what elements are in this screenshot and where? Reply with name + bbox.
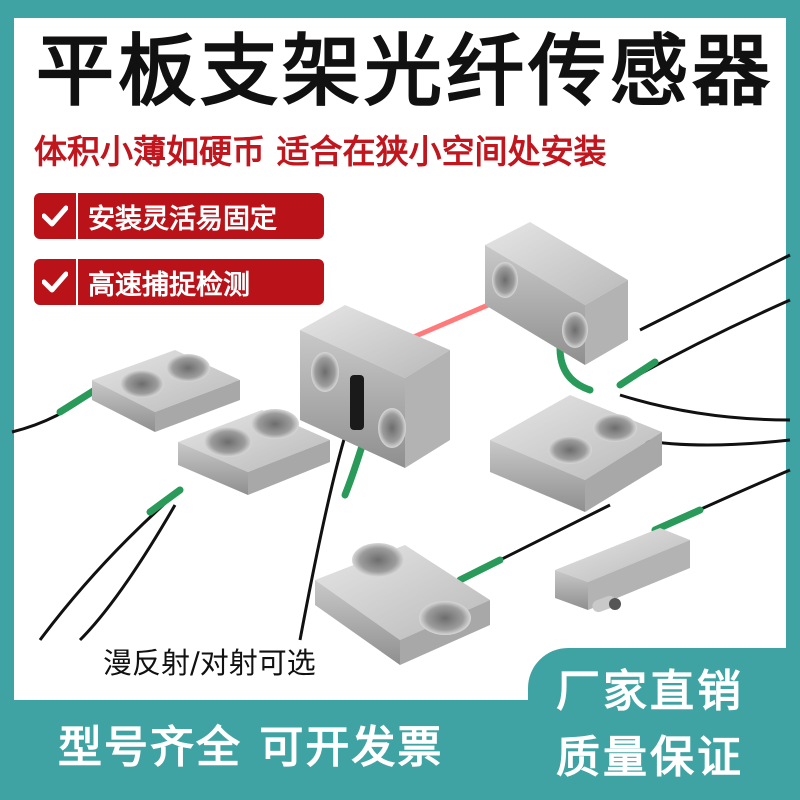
top-frame-bar — [0, 0, 800, 18]
right-frame-bar — [786, 0, 800, 650]
subtitle: 体积小薄如硬币 适合在狭小空间处安装 — [34, 132, 607, 171]
badge-line-quality: 质量保证 — [556, 732, 744, 783]
feature-badge-speed: 高速捕捉检测 — [34, 259, 324, 305]
feature-label: 高速捕捉检测 — [88, 269, 250, 301]
left-frame-bar — [0, 0, 14, 800]
footer-slogan: 型号齐全 可开发票 — [58, 722, 444, 773]
feature-badge-install: 安装灵活易固定 — [34, 193, 324, 239]
feature-label: 安装灵活易固定 — [88, 203, 277, 235]
checkmark-icon — [34, 193, 78, 239]
guarantee-badge — [528, 648, 800, 800]
mode-caption: 漫反射/对射可选 — [103, 646, 316, 680]
page-title: 平板支架光纤传感器 — [36, 27, 775, 117]
badge-line-direct-sale: 厂家直销 — [556, 666, 744, 717]
checkmark-icon — [34, 259, 78, 305]
